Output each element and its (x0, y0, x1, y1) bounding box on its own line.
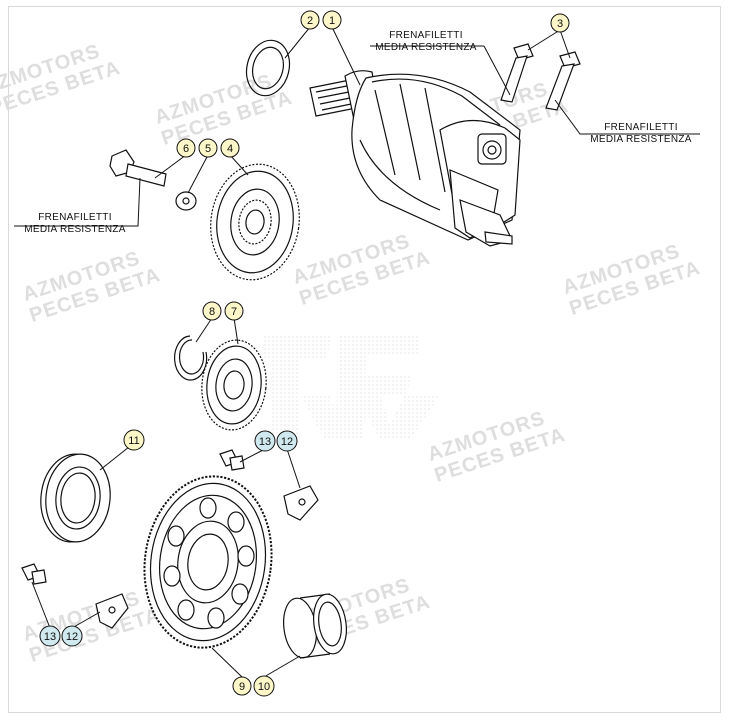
svg-text:10: 10 (258, 681, 270, 693)
svg-text:13: 13 (259, 436, 271, 448)
part-label-7: 7 (224, 301, 244, 321)
intermediate-double-gear (210, 163, 300, 281)
screw-and-plate-upper (219, 449, 319, 521)
svg-text:12: 12 (281, 436, 293, 448)
threadlock-note-gear-bolt: FRENAFILETTI MEDIA RESISTENZA (18, 212, 132, 236)
svg-text:1: 1 (329, 15, 335, 27)
threadlock-note-line1: FRENAFILETTI (389, 30, 463, 41)
leader-lines (14, 26, 700, 678)
background-logo (262, 335, 440, 440)
threadlock-note-line1: FRENAFILETTI (604, 122, 678, 133)
part-label-6: 6 (176, 138, 196, 158)
svg-text:8: 8 (209, 306, 215, 318)
part-label-3: 3 (550, 13, 570, 33)
snap-ring (174, 335, 208, 381)
part-label-12-lower: 12 (61, 625, 83, 647)
part-label-1: 1 (322, 10, 342, 30)
screw-and-plate-lower (21, 563, 129, 629)
o-ring (245, 39, 291, 97)
svg-text:6: 6 (183, 143, 189, 155)
svg-text:4: 4 (227, 143, 233, 155)
svg-text:5: 5 (205, 143, 211, 155)
threadlock-note-motor: FRENAFILETTI MEDIA RESISTENZA (370, 30, 482, 54)
starter-motor (309, 70, 521, 247)
oil-seal (40, 453, 111, 543)
part-label-5: 5 (198, 138, 218, 158)
svg-text:13: 13 (44, 631, 56, 643)
needle-bearing (283, 593, 347, 659)
threadlock-note-bolt: FRENAFILETTI MEDIA RESISTENZA (584, 122, 698, 146)
part-label-4: 4 (220, 138, 240, 158)
part-label-8: 8 (202, 301, 222, 321)
part-labels: 2 1 3 6 5 4 8 7 11 13 12 13 12 9 10 (39, 10, 570, 697)
threadlock-note-line1: FRENAFILETTI (38, 212, 112, 223)
threadlock-note-line2: MEDIA RESISTENZA (590, 134, 692, 145)
diagram-frame (8, 6, 721, 713)
starter-ring-gear (143, 475, 273, 649)
svg-text:3: 3 (557, 18, 563, 30)
svg-text:9: 9 (239, 681, 245, 693)
part-label-9: 9 (232, 676, 252, 696)
gear-bolt-and-washer (109, 149, 197, 211)
part-label-13-lower: 13 (39, 625, 61, 647)
svg-text:2: 2 (307, 15, 313, 27)
threadlock-note-line2: MEDIA RESISTENZA (375, 42, 477, 53)
svg-text:7: 7 (231, 306, 237, 318)
part-label-13-upper: 13 (254, 430, 276, 452)
part-label-12-upper: 12 (276, 430, 298, 452)
part-label-11: 11 (123, 429, 145, 451)
freewheel-gear (201, 339, 267, 431)
svg-text:11: 11 (128, 435, 139, 447)
part-label-10: 10 (253, 675, 275, 697)
threadlock-note-line2: MEDIA RESISTENZA (24, 224, 126, 235)
svg-text:12: 12 (66, 631, 78, 643)
part-label-2: 2 (300, 10, 320, 30)
